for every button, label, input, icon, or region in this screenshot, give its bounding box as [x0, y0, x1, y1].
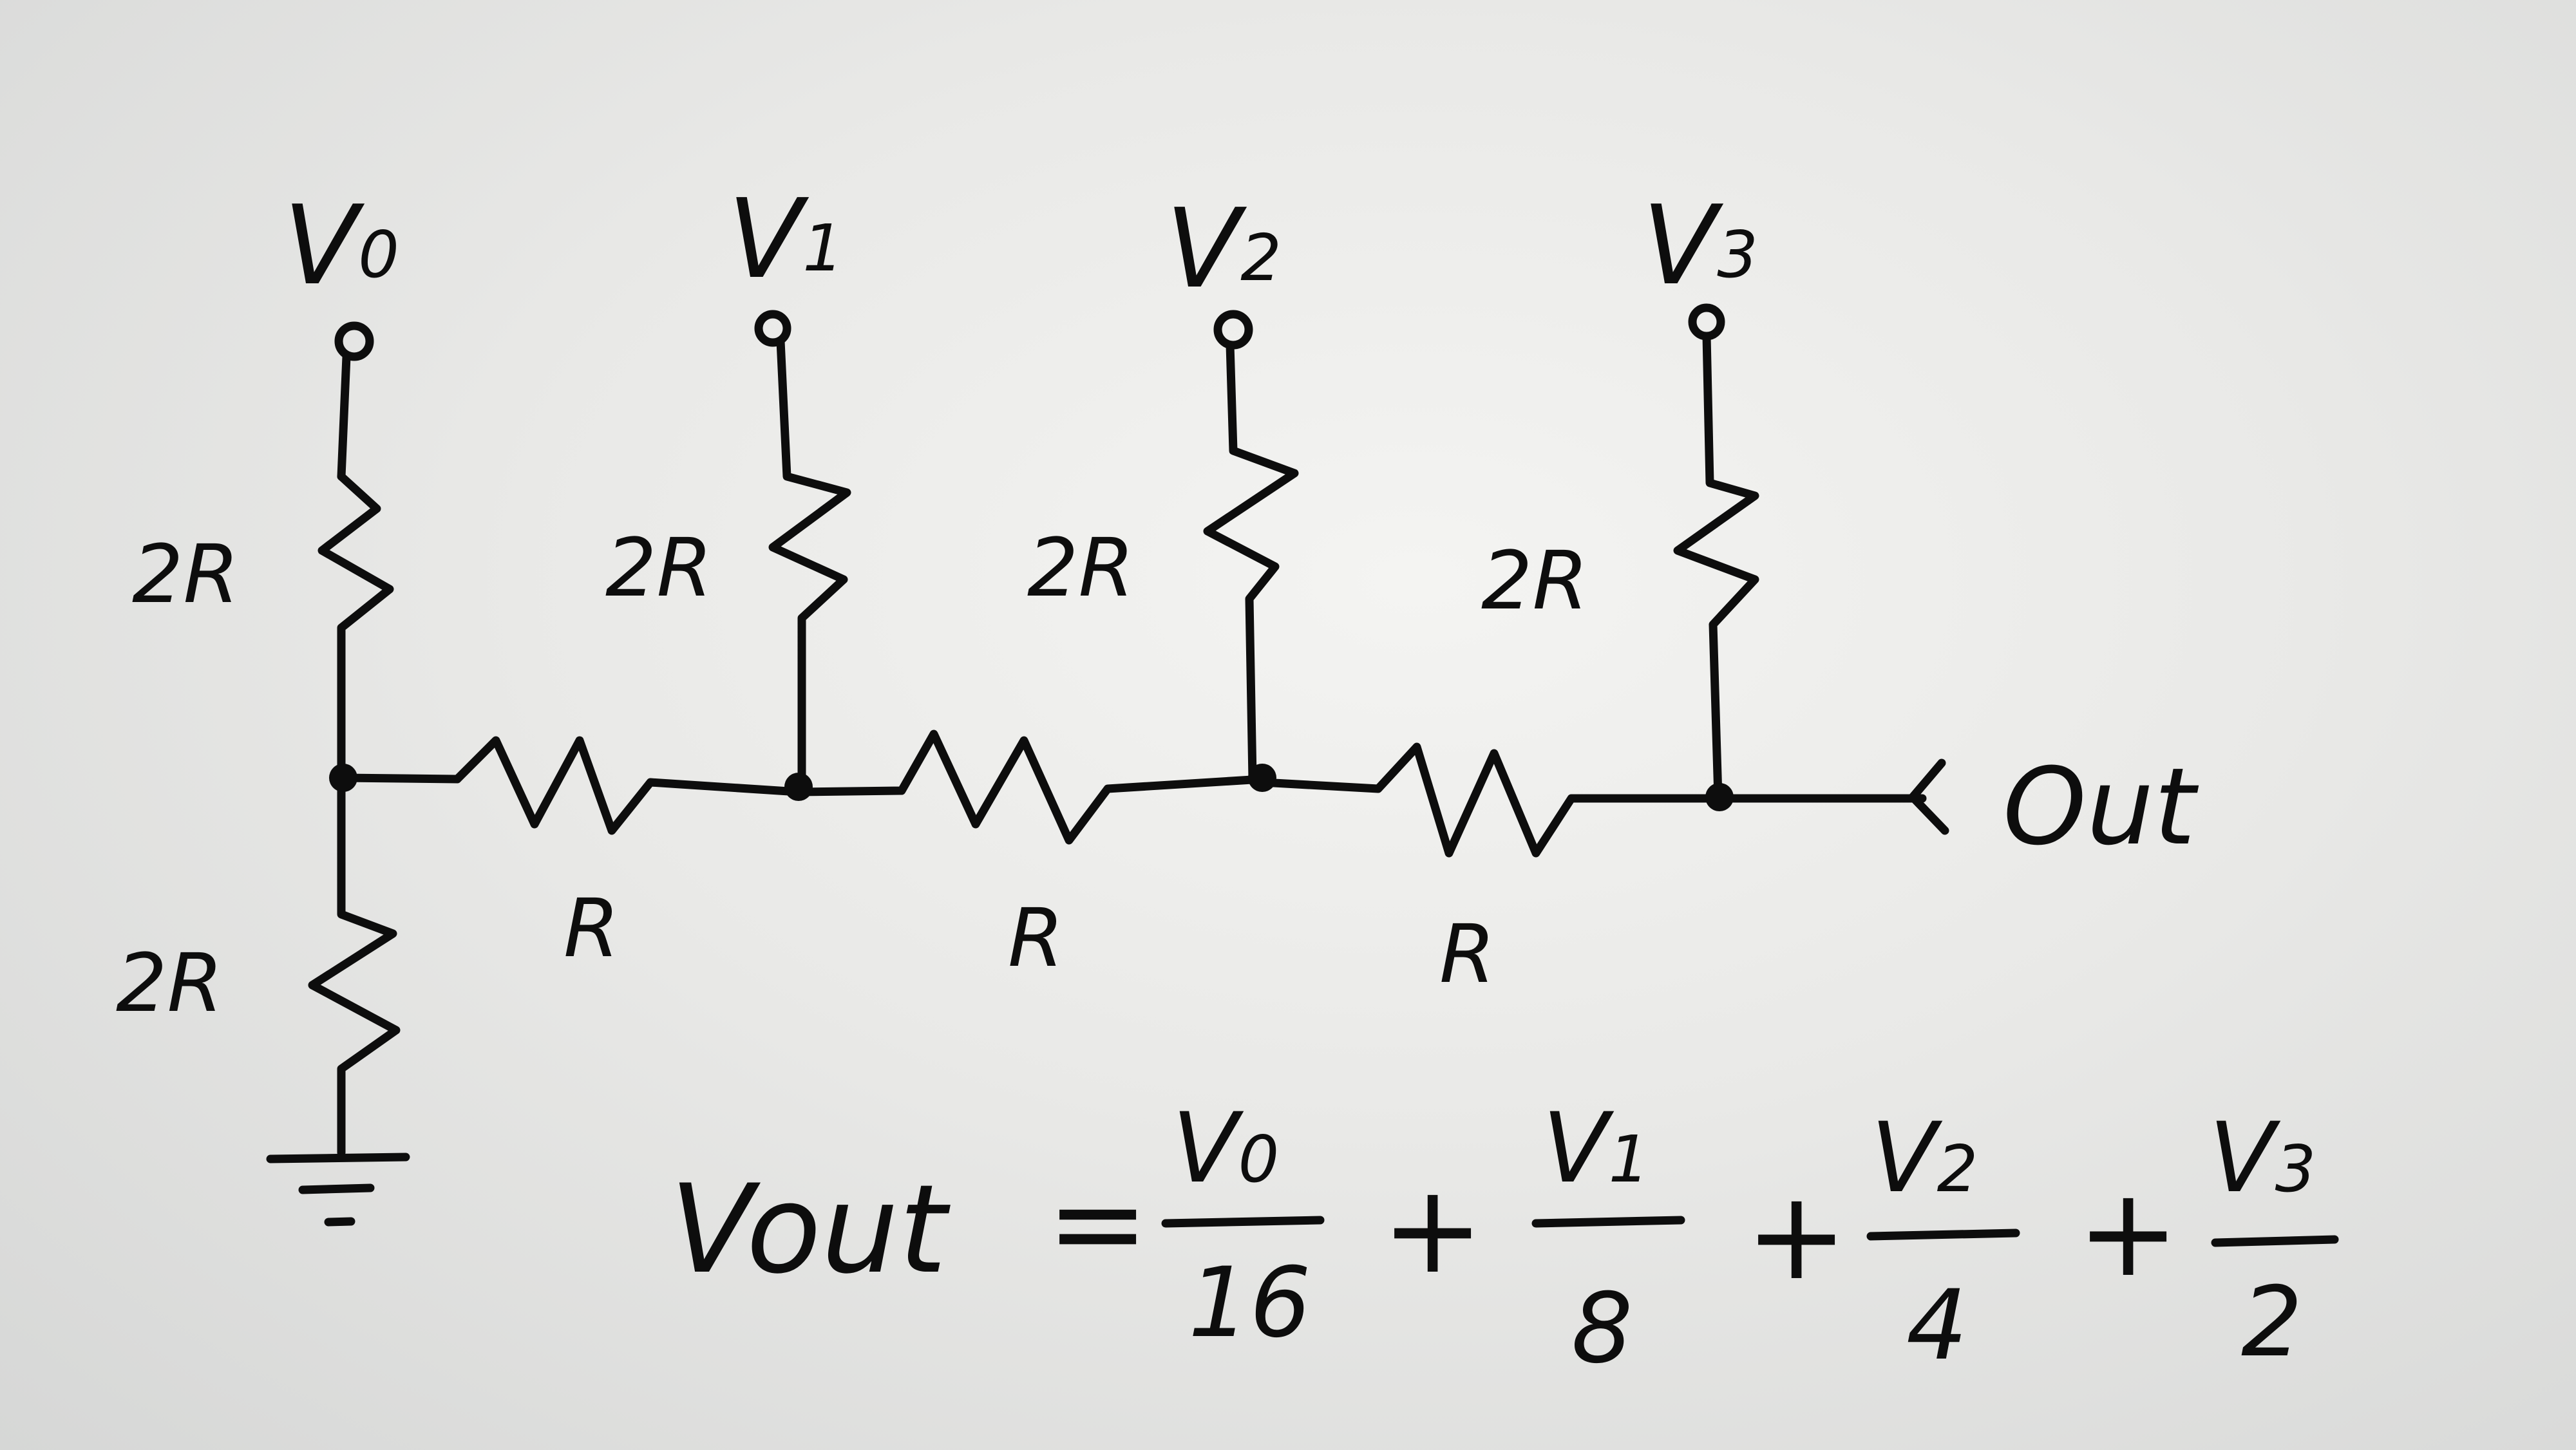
junction-node2 — [1248, 764, 1276, 792]
label-2r-v0: 2R — [132, 528, 239, 621]
equation-term3-bar — [1866, 1229, 2020, 1241]
equation-term1-numerator: V0 — [1172, 1093, 1279, 1205]
junction-node3 — [1705, 783, 1734, 811]
ground-symbol — [266, 1153, 410, 1227]
equation-term1-denominator: 16 — [1188, 1247, 1311, 1359]
equation-term4-denominator: 2 — [2241, 1266, 2302, 1379]
equation-term4-numerator: V3 — [2209, 1102, 2316, 1214]
resistor-v0-leg — [317, 472, 394, 780]
equation-term2-denominator: 8 — [1571, 1273, 1633, 1385]
label-2r-v1: 2R — [605, 522, 712, 615]
equation-term1-bar — [1161, 1216, 1325, 1228]
equation-equals: = — [1046, 1152, 1149, 1294]
equation-plus-2: + — [1745, 1165, 1848, 1307]
resistor-v3-leg — [1673, 332, 1759, 802]
terminal-v2 — [1213, 310, 1253, 350]
label-2r-ground: 2R — [116, 937, 223, 1030]
equation-plus-1: + — [1381, 1158, 1484, 1301]
junction-node1 — [784, 773, 813, 801]
label-r-series-3: R — [1439, 908, 1495, 1001]
terminal-v1 — [754, 310, 791, 347]
equation-term2-bar — [1531, 1216, 1685, 1228]
equation-plus-3: + — [2077, 1162, 2179, 1304]
label-output: Out — [2003, 745, 2199, 869]
label-v0: V0 — [283, 182, 399, 310]
equation-lhs: Vout — [670, 1158, 951, 1301]
equation-term3-denominator: 4 — [1906, 1270, 1967, 1382]
resistor-v1-leg — [768, 337, 851, 790]
wire-v0-top — [337, 352, 351, 481]
resistor-series-1 — [453, 736, 803, 835]
label-2r-v3: 2R — [1481, 534, 1588, 628]
label-2r-v2: 2R — [1027, 522, 1134, 615]
label-v2: V2 — [1166, 185, 1282, 313]
label-v3: V3 — [1642, 182, 1758, 310]
terminal-v0 — [334, 321, 374, 361]
label-v1: V1 — [728, 176, 844, 303]
equation-term4-bar — [2211, 1235, 2339, 1247]
equation-term2-numerator: V1 — [1542, 1093, 1649, 1205]
junction-node0 — [329, 764, 357, 792]
terminal-v3 — [1688, 303, 1725, 341]
resistor-series-2 — [794, 730, 1267, 845]
label-r-series-2: R — [1008, 892, 1064, 985]
label-r-series-1: R — [564, 882, 620, 975]
output-arrow — [1908, 758, 1949, 835]
equation-term3-numerator: V2 — [1871, 1102, 1978, 1214]
resistor-v2-leg — [1203, 341, 1299, 784]
resistor-ground-leg — [308, 771, 401, 1157]
resistor-series-3 — [1258, 742, 1725, 858]
wire-node0-r1 — [337, 773, 462, 784]
